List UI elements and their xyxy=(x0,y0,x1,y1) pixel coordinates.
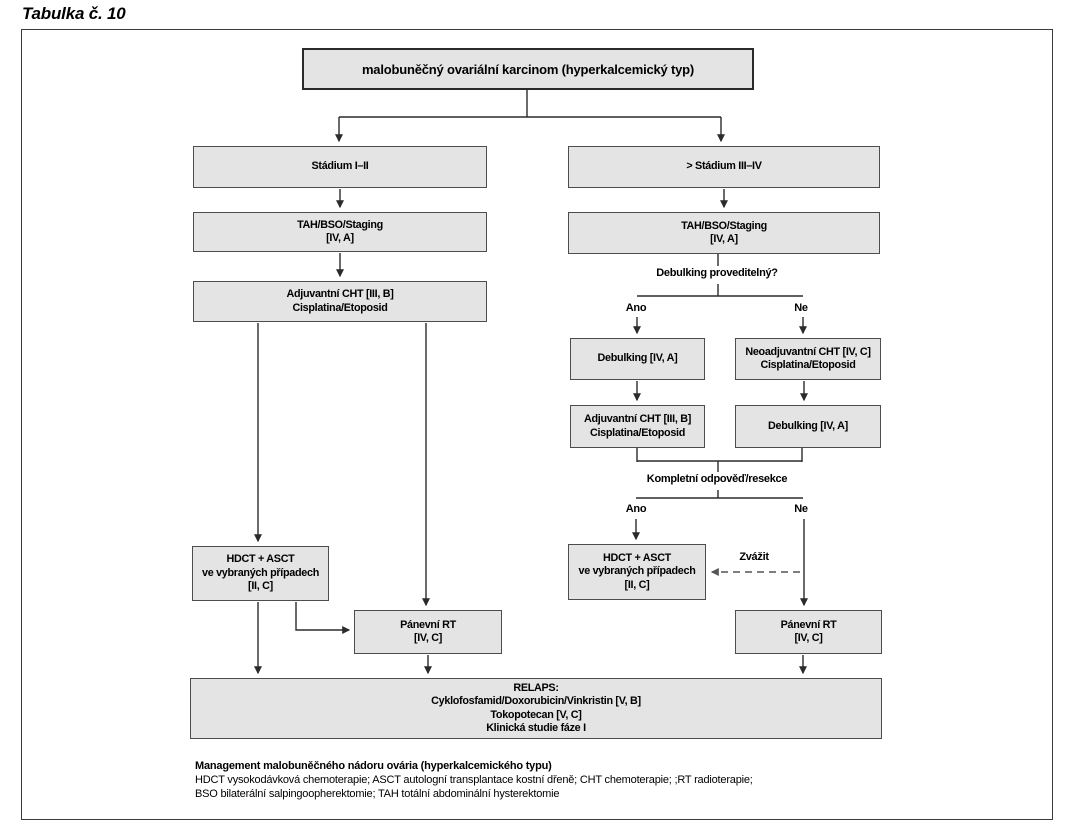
node-adjuvant-cht-left: Adjuvantní CHT [III, B] Cisplatina/Etopo… xyxy=(193,281,487,322)
node-text-line: Stádium I–II xyxy=(311,160,369,173)
label-debulking-question: Debulking proveditelný? xyxy=(653,266,781,280)
node-hdct-asct-right: HDCT + ASCT ve vybraných případech [II, … xyxy=(568,544,706,600)
node-text-line: Pánevní RT xyxy=(400,618,456,631)
node-text-line: HDCT + ASCT xyxy=(226,553,295,566)
label-no-1: Ne xyxy=(791,301,811,315)
node-text-line: Cyklofosfamid/Doxorubicin/Vinkristin [V,… xyxy=(431,695,641,707)
node-debulking-yes: Debulking [IV, A] xyxy=(570,338,705,380)
footnote-title: Management malobuněčného nádoru ovária (… xyxy=(195,760,552,772)
node-hdct-asct-left: HDCT + ASCT ve vybraných případech [II, … xyxy=(192,546,329,601)
page-title: Tabulka č. 10 xyxy=(22,4,126,23)
node-text-line: Cisplatina/Etoposid xyxy=(292,301,388,314)
node-root: malobuněčný ovariální karcinom (hyperkal… xyxy=(302,48,754,90)
footnotes: Management malobuněčného nádoru ovária (… xyxy=(195,759,875,801)
node-text-line: > Stádium III–IV xyxy=(686,160,762,173)
node-text-line: Tokopotecan [V, C] xyxy=(490,708,582,721)
node-text-line: TAH/BSO/Staging xyxy=(297,218,383,231)
node-debulking-late: Debulking [IV, A] xyxy=(735,405,881,448)
node-text-line: ve vybraných případech xyxy=(578,565,696,578)
node-text-line: ve vybraných případech xyxy=(201,566,320,579)
node-text-line: Adjuvantní CHT [III, B] xyxy=(286,288,394,300)
node-neoadjuvant-cht: Neoadjuvantní CHT [IV, C] Cisplatina/Eto… xyxy=(735,338,881,380)
node-text-line: Klinická studie fáze I xyxy=(486,722,586,734)
node-tah-bso-staging-left: TAH/BSO/Staging [IV, A] xyxy=(193,212,487,252)
node-relaps: RELAPS: Cyklofosfamid/Doxorubicin/Vinkri… xyxy=(190,678,882,739)
node-text-line: Adjuvantní CHT [III, B] xyxy=(583,413,692,425)
node-adjuvant-cht-right: Adjuvantní CHT [III, B] Cisplatina/Etopo… xyxy=(570,405,705,448)
node-pelvic-rt-right: Pánevní RT [IV, C] xyxy=(735,610,882,654)
label-yes-2: Ano xyxy=(622,502,650,516)
node-text-line: RELAPS: xyxy=(513,681,559,694)
node-stage-1-2: Stádium I–II xyxy=(193,146,487,188)
label-yes-1: Ano xyxy=(622,301,650,315)
node-text-line: [II, C] xyxy=(624,578,650,591)
node-tah-bso-staging-right: TAH/BSO/Staging [IV, A] xyxy=(568,212,880,254)
node-text-line: [IV, A] xyxy=(710,233,738,245)
footnote-line: BSO bilaterální salpingoopherektomie; TA… xyxy=(195,788,560,800)
label-no-2: Ne xyxy=(791,502,811,516)
node-text-line: Debulking [IV, A] xyxy=(597,352,678,365)
node-text-line: Cisplatina/Etoposid xyxy=(589,426,686,439)
footnote-line: HDCT vysokodávková chemoterapie; ASCT au… xyxy=(195,774,753,786)
node-text-line: HDCT + ASCT xyxy=(603,551,671,564)
node-text-line: [IV, A] xyxy=(326,232,354,244)
node-text-line: Debulking [IV, A] xyxy=(768,419,848,432)
node-text-line: [IV, C] xyxy=(794,632,823,644)
node-text-line: [IV, C] xyxy=(413,632,443,644)
node-stage-3-4: > Stádium III–IV xyxy=(568,146,880,188)
node-text-line: [II, C] xyxy=(248,580,273,593)
node-text-line: Neoadjuvantní CHT [IV, C] xyxy=(745,345,871,358)
node-pelvic-rt-left: Pánevní RT [IV, C] xyxy=(354,610,502,654)
label-complete-response: Kompletní odpověď/resekce xyxy=(643,472,791,486)
node-text-line: Cisplatina/Etoposid xyxy=(760,359,856,371)
node-text-line: Pánevní RT xyxy=(780,618,837,631)
node-text-line: TAH/BSO/Staging xyxy=(681,219,767,232)
label-consider: Zvážit xyxy=(736,550,772,564)
node-text-line: malobuněčný ovariální karcinom (hyperkal… xyxy=(361,61,695,77)
